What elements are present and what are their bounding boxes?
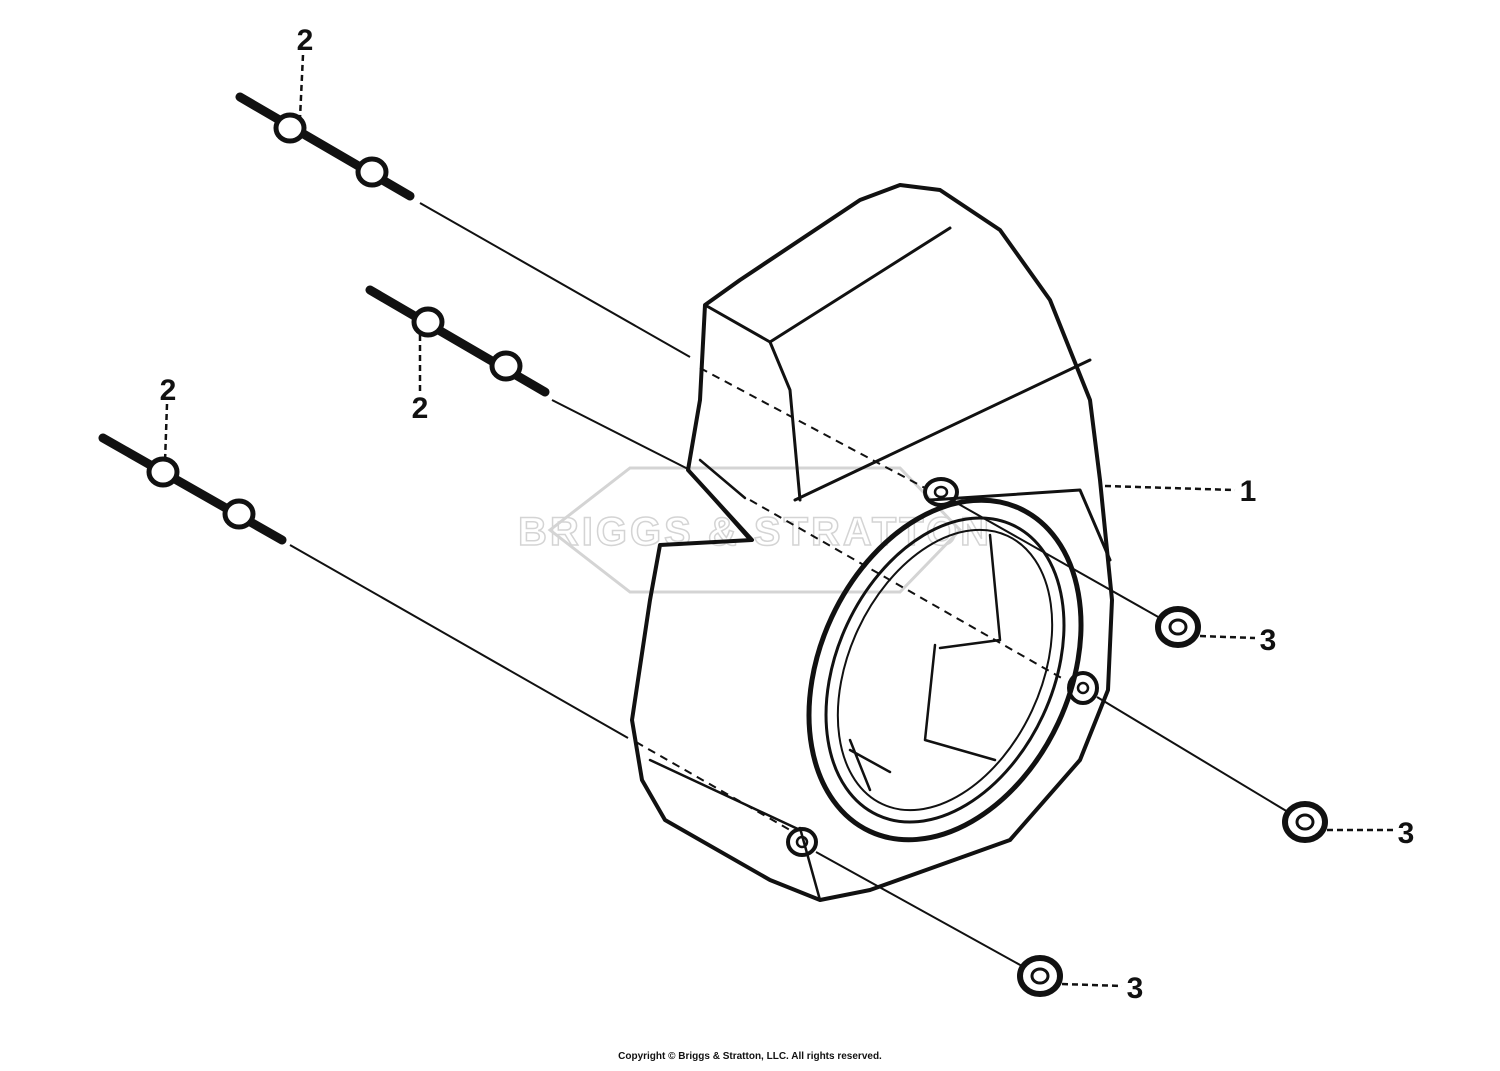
nut-upper (1155, 606, 1201, 648)
leader-lines (163, 54, 1393, 988)
nut-middle (1282, 801, 1328, 843)
brand-watermark: BRIGGS & STRATTON (517, 466, 992, 594)
stud-middle (365, 285, 550, 397)
callout-stud-lower: 2 (160, 374, 177, 407)
callout-nut-lower: 3 (1127, 972, 1144, 1005)
mounting-boss-bottom (786, 827, 818, 857)
stud-top (235, 92, 415, 201)
stud-lower (98, 433, 287, 545)
assembly-lines (289, 202, 1289, 967)
callout-stud-middle: 2 (412, 392, 429, 425)
blower-housing (630, 183, 1114, 902)
callout-stud-top: 2 (297, 24, 314, 57)
callout-nut-upper: 3 (1260, 624, 1277, 657)
mounting-boss-right (1067, 671, 1099, 705)
copyright-notice: Copyright © Briggs & Stratton, LLC. All … (618, 1051, 882, 1062)
callout-shroud: 1 (1240, 475, 1257, 508)
nut-lower (1017, 955, 1063, 997)
callout-nut-middle: 3 (1398, 817, 1415, 850)
mounting-boss-top (923, 477, 959, 507)
watermark-text: BRIGGS & STRATTON (518, 510, 992, 554)
